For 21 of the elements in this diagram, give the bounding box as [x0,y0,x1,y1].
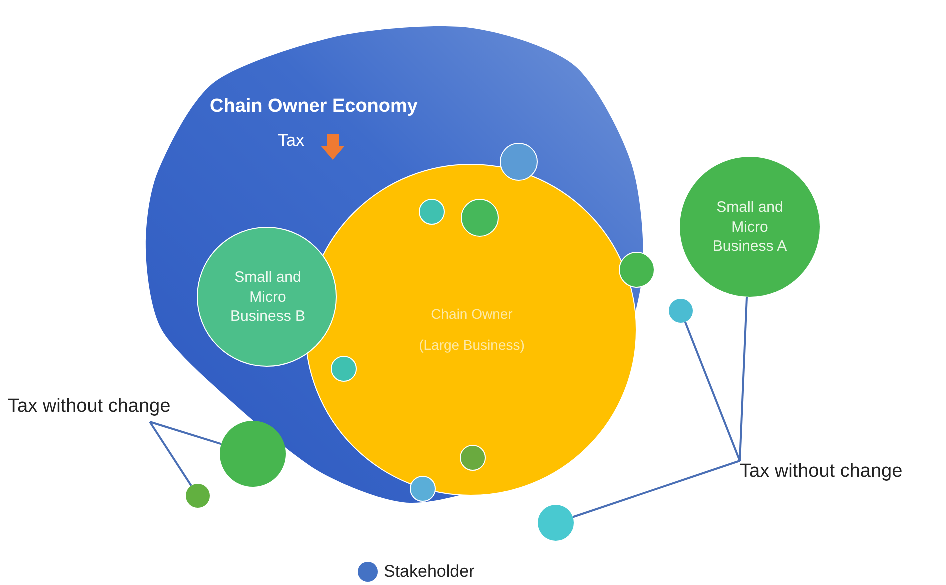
circle-label: Small and Micro Business B [229,268,307,326]
stakeholder-circle [461,199,499,237]
ellipse-title: Chain Owner Economy [210,96,418,118]
stakeholder-circle [186,484,210,508]
leader-line [150,421,222,446]
circle-label: Small and Micro Business A [712,198,788,256]
leader-line [739,296,748,462]
stakeholder-circle [331,356,357,382]
stakeholder-circle [669,299,693,323]
annotation-text: Tax without change [8,396,171,418]
stakeholder-circle [538,505,574,541]
stakeholder-circle [619,252,655,288]
leader-line [684,322,741,462]
annotation-text: Tax without change [740,461,903,483]
circle-label: Chain Owner (Large Business) [418,305,526,355]
stakeholder-circle [419,199,445,225]
tax-label: Tax [278,131,304,151]
legend-text: Stakeholder [384,562,475,582]
leader-line [572,460,740,518]
stakeholder-circle [460,445,486,471]
leader-line [149,421,192,486]
